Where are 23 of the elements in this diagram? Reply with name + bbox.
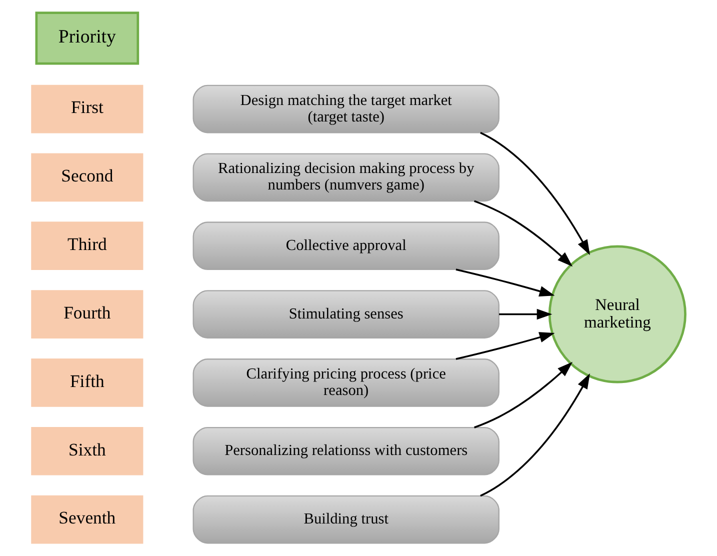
- node-box: Stimulating senses: [192, 290, 500, 338]
- node-circle: Neural marketing: [548, 245, 686, 384]
- node-box: Fifth: [31, 358, 144, 407]
- node-box: Building trust: [192, 495, 500, 544]
- arrow: [456, 268, 555, 296]
- arrow: [456, 332, 555, 360]
- node-box: Third: [31, 222, 144, 270]
- arrow: [499, 308, 552, 320]
- node-box: Collective approval: [192, 222, 500, 270]
- node-box: Seventh: [31, 495, 144, 544]
- arrow: [474, 362, 573, 428]
- arrow: [474, 200, 573, 267]
- node-box: First: [31, 84, 144, 134]
- node-box: Sixth: [31, 426, 144, 476]
- arrow: [480, 132, 590, 256]
- node-box: Clarifying pricing process (price reason): [192, 358, 500, 407]
- node-box: Second: [31, 153, 144, 202]
- arrow: [480, 373, 590, 497]
- node-box: Priority: [35, 12, 140, 65]
- node-box: Fourth: [31, 290, 144, 338]
- node-box: Rationalizing decision making process by numbers (numvers game): [192, 153, 500, 202]
- node-box: Design matching the target market (target taste): [192, 84, 500, 134]
- node-box: Personalizing relationss with customers: [192, 426, 500, 476]
